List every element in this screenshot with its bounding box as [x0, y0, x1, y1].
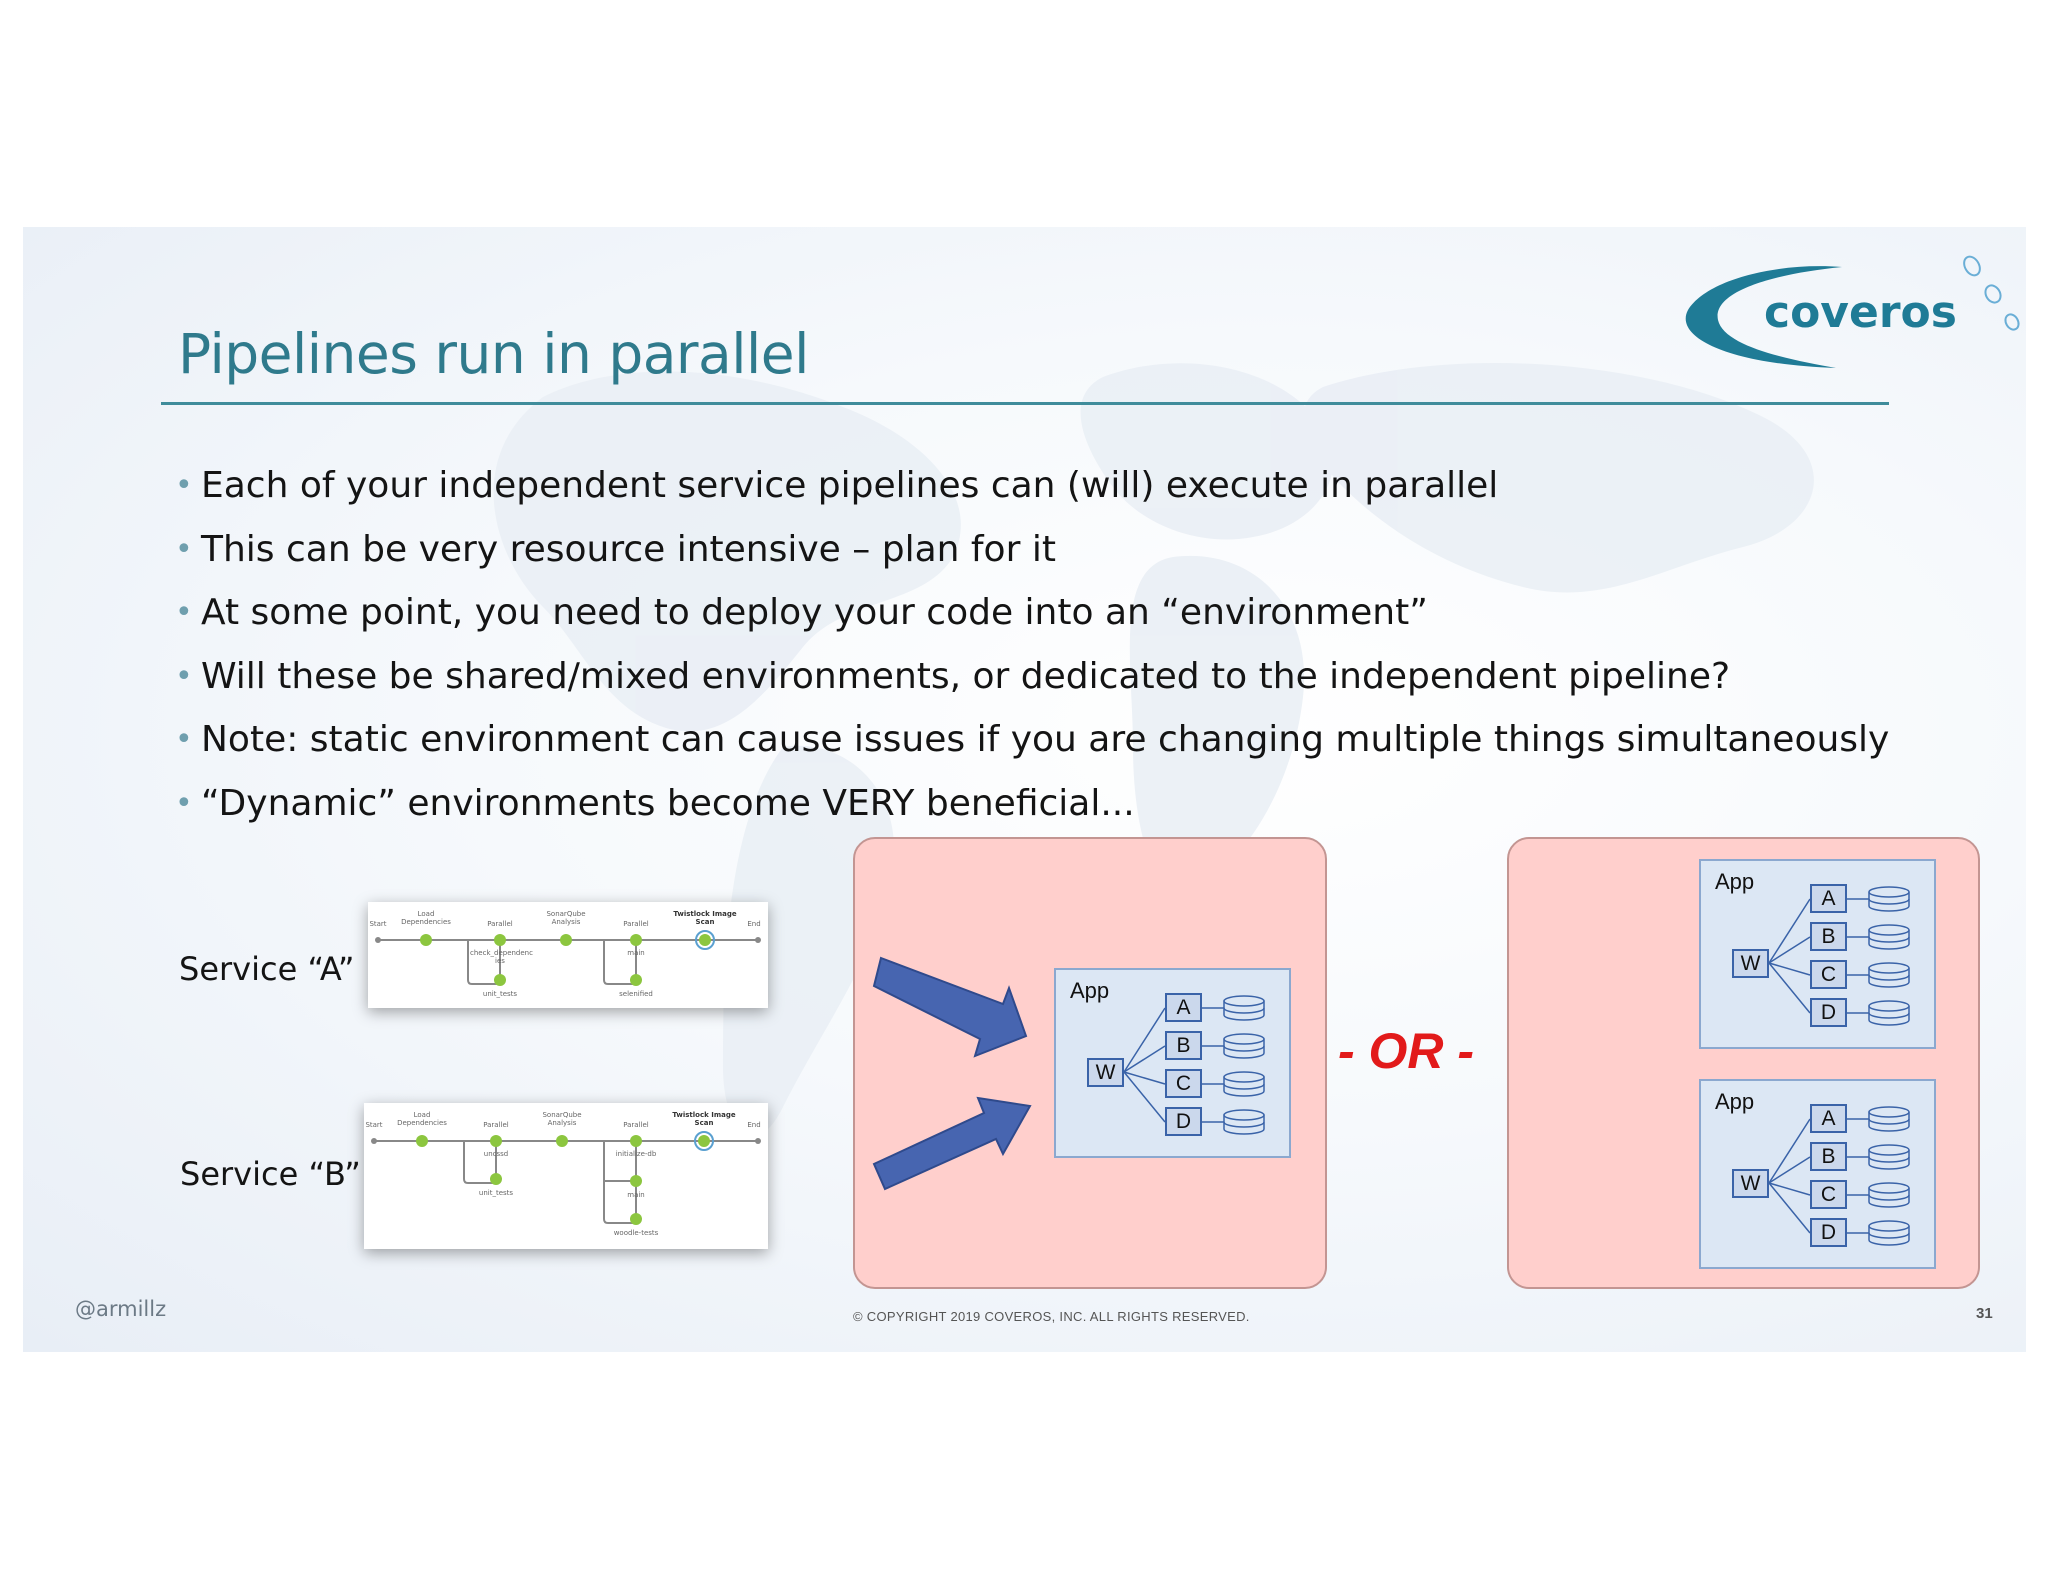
service-node: B — [1810, 1142, 1847, 1171]
title-underline — [161, 402, 1889, 405]
branch-label: check_dependenc ies — [470, 949, 533, 965]
service-node: A — [1810, 1104, 1847, 1133]
pipeline-a-graph — [375, 930, 761, 986]
database-icons — [1223, 995, 1265, 1135]
web-node: W — [1732, 949, 1769, 978]
stage-label: Start — [369, 920, 387, 928]
bullet-item: “Dynamic” environments become VERY benef… — [173, 772, 1889, 836]
service-node: D — [1810, 998, 1847, 1027]
service-node: C — [1810, 1180, 1847, 1209]
stage-label: Parallel — [623, 920, 649, 928]
stage-label: Load Dependencies — [401, 910, 451, 926]
slide-title: Pipelines run in parallel — [178, 322, 809, 386]
stage-label: Start — [365, 1121, 383, 1129]
pipeline-b-screenshot: Start Load Dependencies Parallel SonarQu… — [364, 1103, 768, 1249]
branch-label: unit_tests — [478, 1189, 514, 1197]
stage-label: Parallel — [487, 920, 513, 928]
stage-label: Twistlock Image Scan — [673, 910, 737, 926]
bullet-list: Each of your independent service pipelin… — [173, 454, 1889, 835]
service-node: A — [1165, 993, 1202, 1022]
app-label: App — [1070, 978, 1110, 1003]
web-node: W — [1732, 1169, 1769, 1198]
service-node: B — [1165, 1031, 1202, 1060]
shared-app-box: App W A B C D — [1054, 968, 1291, 1158]
branch-label: selenified — [619, 990, 653, 998]
or-separator: - OR - — [1338, 1023, 1475, 1079]
branch-label: main — [627, 1191, 645, 1199]
stage-label: SonarQube Analysis — [542, 1111, 582, 1127]
page-number: 31 — [1976, 1305, 1993, 1322]
branch-label: uncssd — [483, 1150, 509, 1158]
dedicated-app-box-1: App W A B C D — [1699, 859, 1936, 1049]
app-label: App — [1715, 1089, 1755, 1114]
web-node: W — [1087, 1058, 1124, 1087]
stage-label: End — [747, 1121, 761, 1129]
service-node: C — [1810, 960, 1847, 989]
service-b-label: Service “B” — [180, 1155, 361, 1193]
branch-label: unit_tests — [482, 990, 518, 998]
service-node: D — [1165, 1107, 1202, 1136]
database-icons — [1868, 1106, 1910, 1246]
service-node: B — [1810, 922, 1847, 951]
branch-label: woodle-tests — [613, 1229, 659, 1237]
bullet-item: Will these be shared/mixed environments,… — [173, 645, 1889, 709]
coveros-logo: coveros — [1685, 255, 2020, 368]
branch-label: main — [627, 949, 645, 957]
author-handle: @armillz — [75, 1297, 167, 1321]
app-connectors — [1123, 995, 1265, 1135]
app-label: App — [1715, 869, 1755, 894]
branch-label: initialize-db — [615, 1150, 657, 1158]
stage-label: Twistlock Image Scan — [672, 1111, 736, 1127]
stage-label: Load Dependencies — [397, 1111, 447, 1127]
svg-text:coveros: coveros — [1764, 287, 1957, 338]
pipeline-a-screenshot: Start Load Dependencies Parallel SonarQu… — [368, 902, 768, 1008]
stage-label: Parallel — [623, 1121, 649, 1129]
slide: Pipelines run in parallel coveros Each o… — [23, 227, 2026, 1352]
bullet-item: Note: static environment can cause issue… — [173, 708, 1889, 772]
stage-label: SonarQube Analysis — [546, 910, 586, 926]
bullet-item: At some point, you need to deploy your c… — [173, 581, 1889, 645]
pipeline-b-graph — [371, 1131, 761, 1225]
database-icons — [1868, 886, 1910, 1026]
service-node: A — [1810, 884, 1847, 913]
bullet-item: This can be very resource intensive – pl… — [173, 518, 1889, 582]
service-node: C — [1165, 1069, 1202, 1098]
app-connectors — [1768, 1106, 1910, 1246]
bullet-item: Each of your independent service pipelin… — [173, 454, 1889, 518]
stage-label: Parallel — [483, 1121, 509, 1129]
copyright-notice: © COPYRIGHT 2019 COVEROS, INC. ALL RIGHT… — [853, 1309, 1250, 1324]
dedicated-app-box-2: App W A B C D — [1699, 1079, 1936, 1269]
service-a-label: Service “A” — [179, 950, 355, 988]
service-node: D — [1810, 1218, 1847, 1247]
app-connectors — [1768, 886, 1910, 1026]
stage-label: End — [747, 920, 761, 928]
